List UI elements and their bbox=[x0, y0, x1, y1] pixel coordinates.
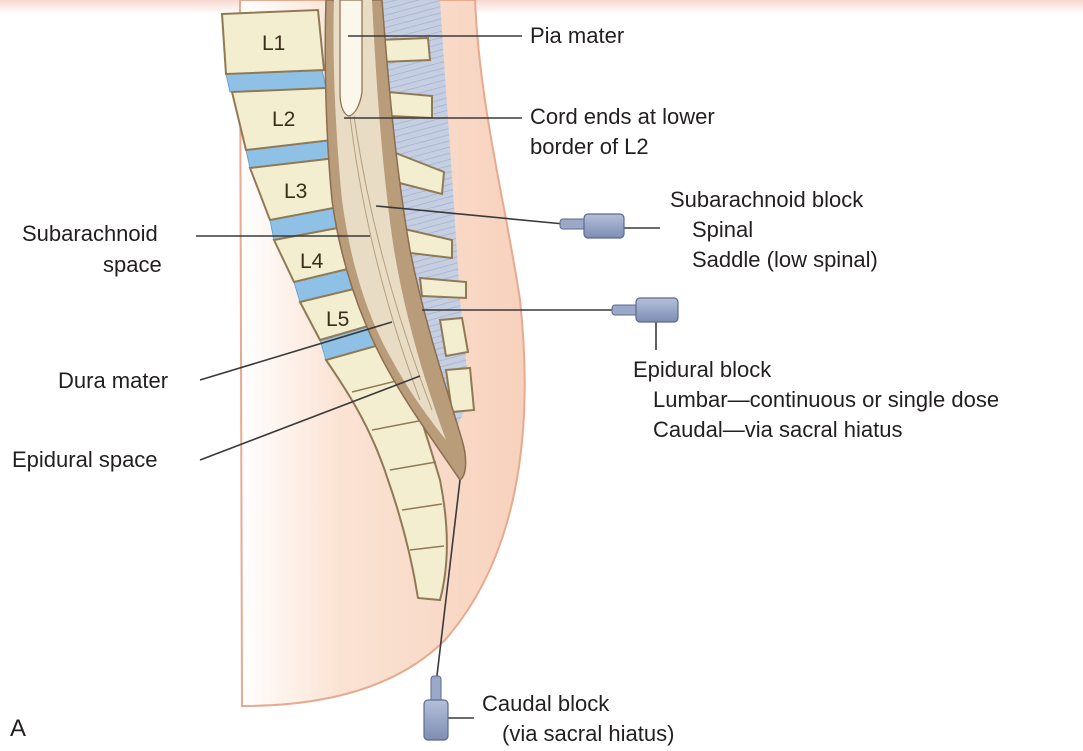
spinous-process-6 bbox=[440, 318, 468, 356]
label-cord-ends-line1: Cord ends at lower bbox=[530, 102, 715, 132]
label-subarachnoid-block-title: Subarachnoid block bbox=[670, 185, 863, 215]
top-band bbox=[0, 0, 1083, 14]
vertebra-label-l1: L1 bbox=[262, 32, 285, 55]
vertebra-label-l5: L5 bbox=[326, 308, 349, 331]
spinous-process-5 bbox=[420, 278, 466, 298]
spinous-process-2 bbox=[388, 92, 432, 118]
label-pia-mater: Pia mater bbox=[530, 21, 624, 51]
label-epidural-block-lumbar: Lumbar—continuous or single dose bbox=[653, 385, 999, 415]
label-subarachnoid-space-line1: Subarachnoid bbox=[22, 219, 158, 249]
vertebra-label-l2: L2 bbox=[272, 108, 295, 131]
label-epidural-block-title: Epidural block bbox=[633, 355, 771, 385]
vertebra-label-l3: L3 bbox=[284, 180, 307, 203]
panel-letter: A bbox=[10, 715, 26, 742]
subarachnoid-needle-hub bbox=[560, 214, 624, 238]
label-cord-ends-line2: border of L2 bbox=[530, 132, 649, 162]
vertebra-label-l4: L4 bbox=[300, 250, 324, 273]
spinal-cord bbox=[340, 0, 362, 116]
label-subarachnoid-block-spinal: Spinal bbox=[692, 215, 753, 245]
label-dura-mater: Dura mater bbox=[58, 366, 168, 396]
epidural-needle-hub bbox=[612, 298, 678, 322]
label-epidural-space: Epidural space bbox=[12, 445, 158, 475]
label-subarachnoid-block-saddle: Saddle (low spinal) bbox=[692, 245, 878, 275]
label-epidural-block-caudal: Caudal—via sacral hiatus bbox=[653, 415, 902, 445]
label-caudal-block-title: Caudal block bbox=[482, 689, 609, 719]
label-caudal-block-subtitle: (via sacral hiatus) bbox=[502, 719, 674, 749]
label-subarachnoid-space-line2: space bbox=[103, 250, 162, 280]
caudal-needle-hub bbox=[424, 676, 448, 740]
